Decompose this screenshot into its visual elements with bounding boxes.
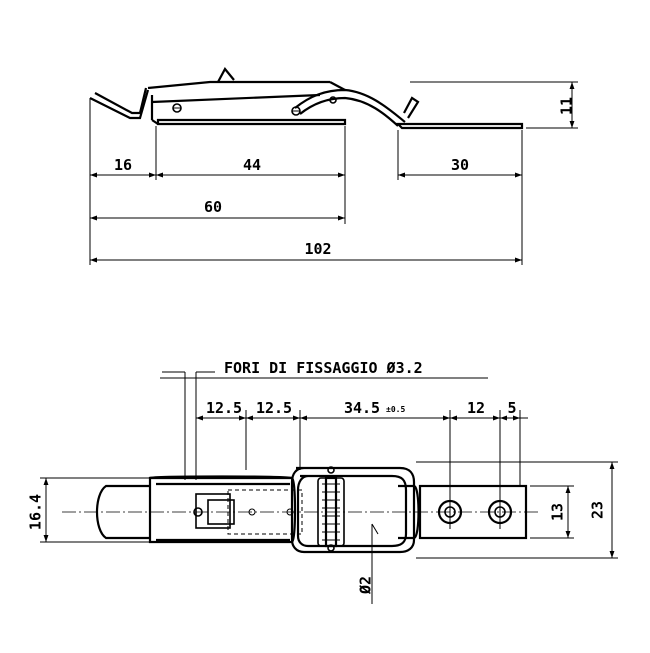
mounting-holes-title: FORI DI FISSAGGIO Ø3.2	[224, 359, 423, 377]
dim-12: 12	[467, 399, 485, 417]
latch-side-profile	[89, 67, 524, 130]
dim-16-4: 16.4	[27, 494, 45, 530]
dim-5: 5	[507, 399, 516, 417]
dim-34-5-tolerance: ±0.5	[386, 405, 405, 414]
dim-23: 23	[589, 501, 607, 519]
top-view: FORI DI FISSAGGIO Ø3.2	[27, 359, 618, 604]
dim-60: 60	[204, 198, 222, 216]
dim-phi-2: Ø2	[357, 576, 375, 595]
dim-102: 102	[304, 240, 331, 258]
dim-12-5-first: 12.5	[206, 399, 242, 417]
dim-16: 16	[114, 156, 132, 174]
dim-34-5: 34.5	[344, 399, 380, 417]
dim-44: 44	[243, 156, 261, 174]
side-view: 16 44 30 60 102 11	[89, 67, 578, 265]
dim-30: 30	[451, 156, 469, 174]
dim-12-5-second: 12.5	[256, 399, 292, 417]
dim-13: 13	[549, 503, 567, 521]
dim-11: 11	[558, 97, 576, 115]
